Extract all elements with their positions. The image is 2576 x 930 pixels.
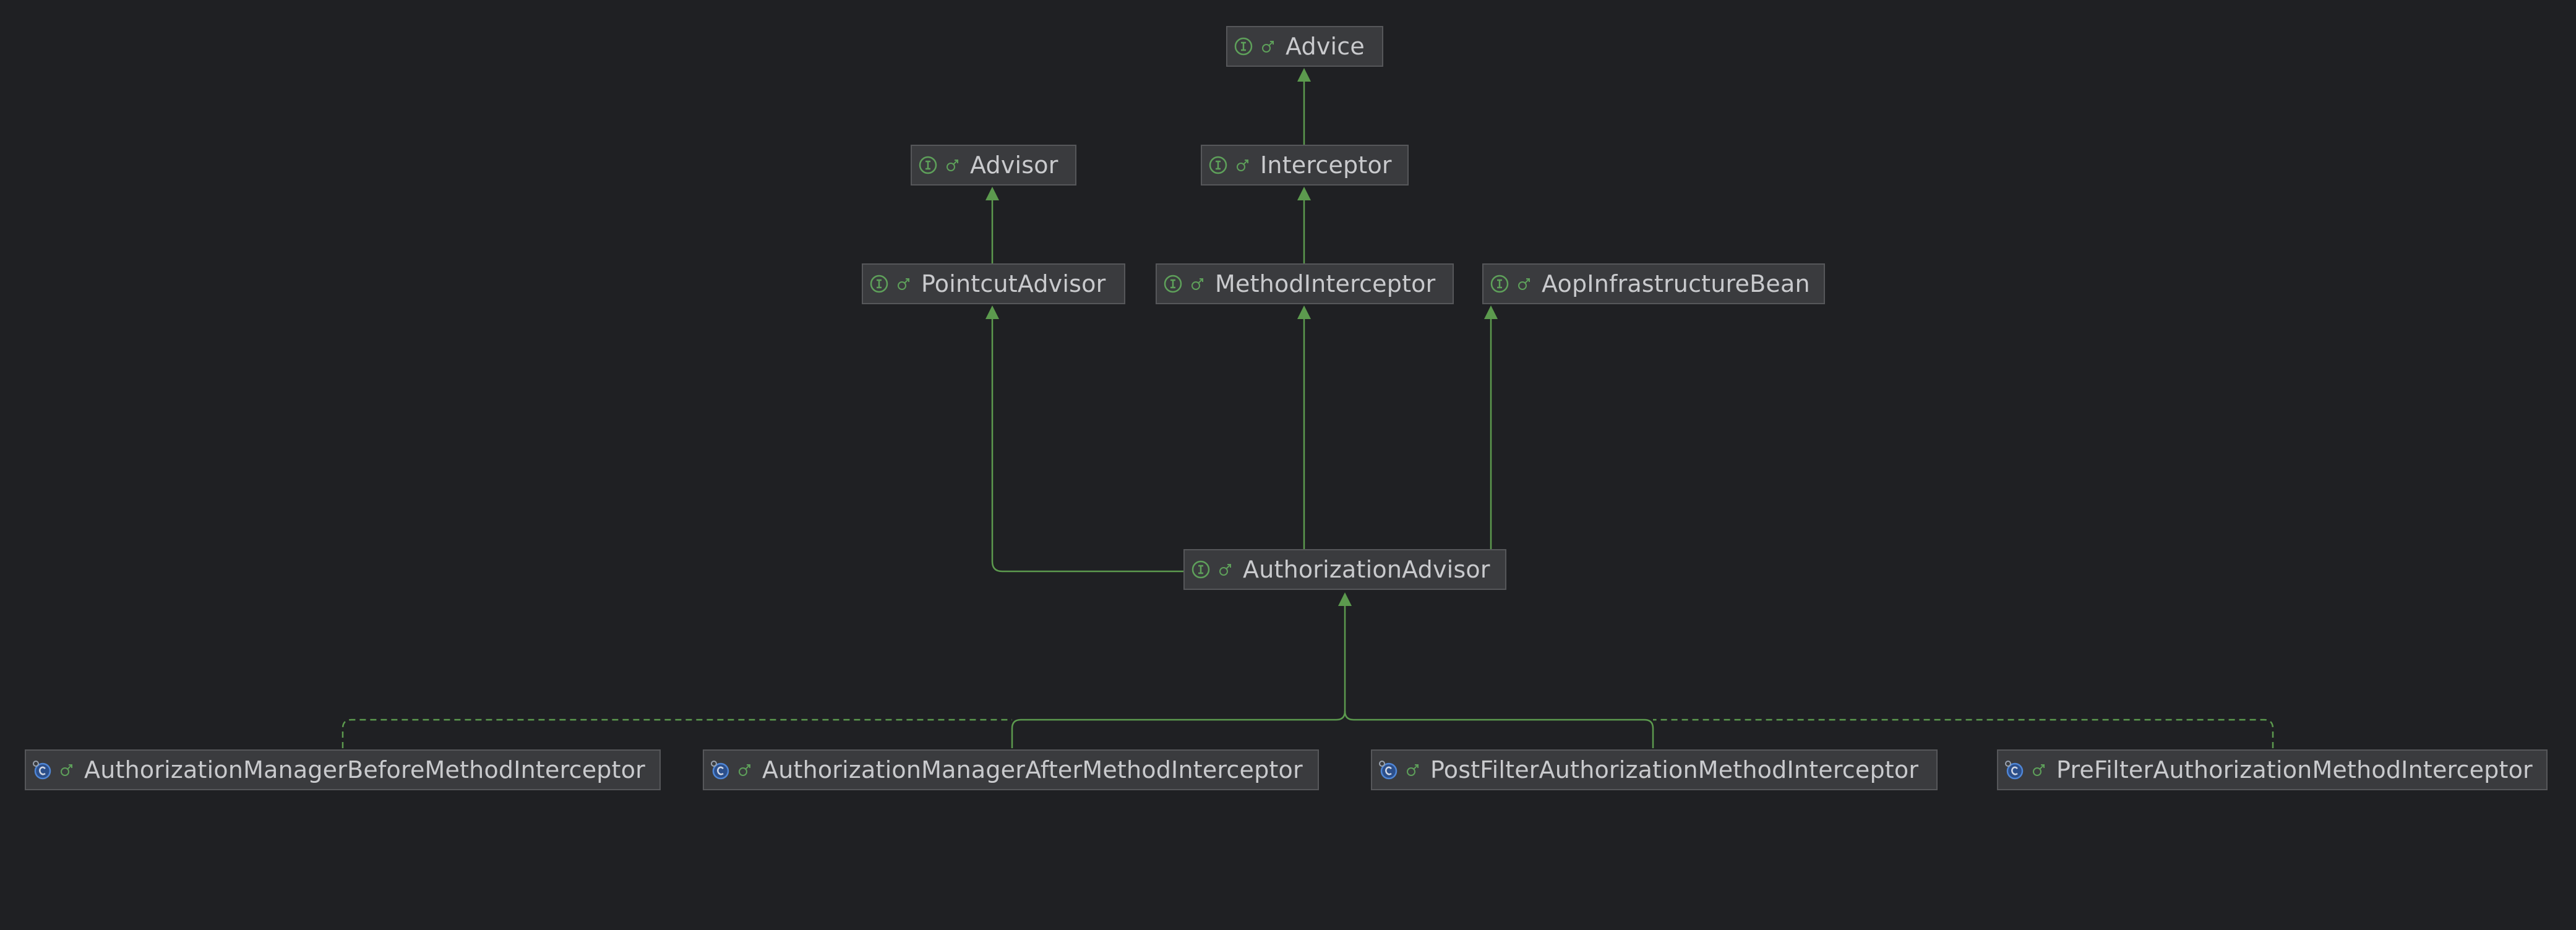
node-advice[interactable]: Advice [1226, 26, 1383, 67]
node-pointcut-advisor[interactable]: PointcutAdvisor [862, 263, 1125, 304]
public-visibility-icon [898, 278, 909, 290]
node-pre-filter[interactable]: PreFilterAuthorizationMethodInterceptor [1997, 749, 2548, 790]
node-label: AuthorizationManagerBeforeMethodIntercep… [84, 756, 645, 783]
public-visibility-icon [2033, 764, 2045, 776]
node-label: PointcutAdvisor [921, 270, 1106, 297]
interface-icon [1234, 37, 1253, 56]
arrowhead-authorizationadvisor [1338, 592, 1352, 606]
public-visibility-icon [739, 764, 750, 776]
node-label: MethodInterceptor [1215, 270, 1436, 297]
public-visibility-icon [947, 160, 958, 171]
node-label: AopInfrastructureBean [1542, 270, 1810, 297]
class-icon [2005, 761, 2024, 780]
node-label: PostFilterAuthorizationMethodInterceptor [1430, 756, 1919, 783]
node-advisor[interactable]: Advisor [911, 145, 1076, 186]
node-label: PreFilterAuthorizationMethodInterceptor [2056, 756, 2533, 783]
interface-icon [1490, 275, 1509, 293]
node-authorization-advisor[interactable]: AuthorizationAdvisor [1183, 549, 1506, 590]
node-authz-manager-before[interactable]: AuthorizationManagerBeforeMethodIntercep… [25, 749, 661, 790]
edge-prefilter-authorizationadvisor [1653, 719, 2274, 748]
arrowhead-interceptor [1297, 187, 1311, 200]
interface-icon [919, 156, 937, 174]
public-visibility-icon [1219, 564, 1231, 576]
arrowhead-advice [1297, 68, 1311, 82]
node-label: AuthorizationAdvisor [1243, 556, 1490, 583]
node-method-interceptor[interactable]: MethodInterceptor [1156, 263, 1454, 304]
arrowhead-methodinterceptor [1297, 305, 1311, 319]
public-visibility-icon [61, 764, 72, 776]
node-label: Advisor [970, 151, 1058, 179]
arrowhead-aopinfrastructurebean [1484, 305, 1498, 319]
interface-icon [870, 275, 888, 293]
edge-postfilter-authorizationadvisor [1344, 710, 1654, 748]
class-icon [711, 761, 729, 780]
arrowhead-advisor [985, 187, 999, 200]
interface-icon [1209, 156, 1227, 174]
node-label: AuthorizationManagerAfterMethodIntercept… [762, 756, 1303, 783]
public-visibility-icon [1237, 160, 1248, 171]
node-post-filter[interactable]: PostFilterAuthorizationMethodInterceptor [1371, 749, 1938, 790]
public-visibility-icon [1262, 41, 1274, 53]
edge-authzmanagerbefore-authorizationadvisor [341, 719, 1012, 748]
node-label: Advice [1286, 33, 1365, 60]
class-icon [33, 761, 51, 780]
interface-icon [1164, 275, 1182, 293]
interface-icon [1191, 560, 1210, 579]
edge-authorizationadvisor-pointcutadvisor [991, 315, 1184, 573]
public-visibility-icon [1407, 764, 1419, 776]
node-label: Interceptor [1260, 151, 1392, 179]
edge-authzmanagerafter-authorizationadvisor [1011, 602, 1346, 748]
node-aop-infrastructure-bean[interactable]: AopInfrastructureBean [1482, 263, 1825, 304]
arrowhead-pointcutadvisor [985, 305, 999, 319]
public-visibility-icon [1191, 278, 1203, 290]
node-interceptor[interactable]: Interceptor [1201, 145, 1409, 186]
class-icon [1379, 761, 1397, 780]
node-authz-manager-after[interactable]: AuthorizationManagerAfterMethodIntercept… [703, 749, 1319, 790]
public-visibility-icon [1518, 278, 1530, 290]
